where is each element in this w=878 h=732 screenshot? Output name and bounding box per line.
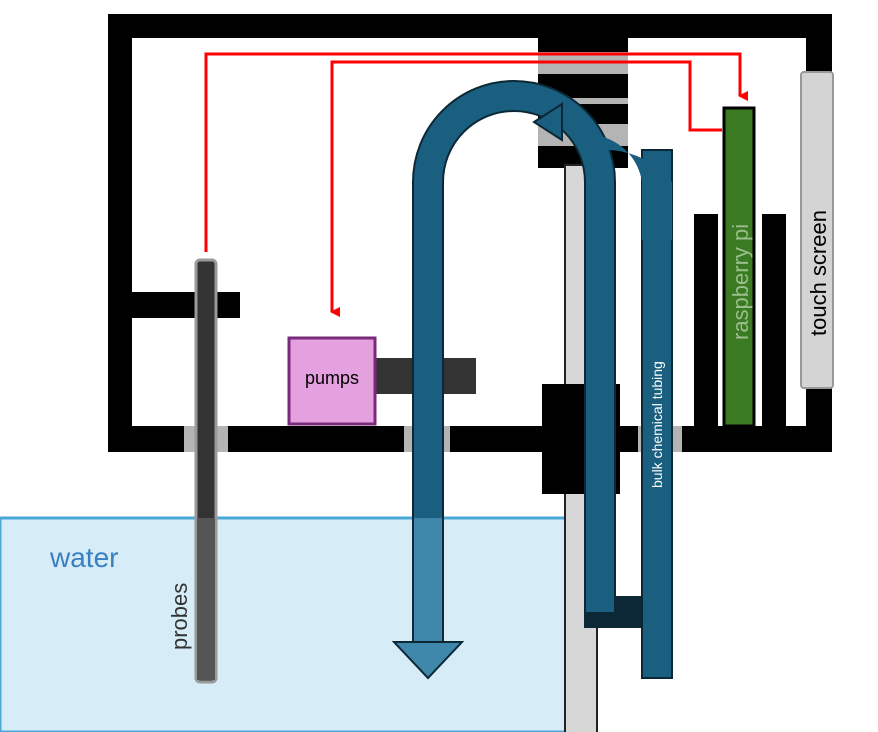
wire-probes-to-pi — [204, 52, 748, 252]
bulk-tubing — [414, 82, 614, 640]
bulk-tubing-underwater — [414, 518, 442, 642]
pumps-label: pumps — [305, 368, 359, 388]
pumps-box — [287, 336, 377, 426]
water-label: water — [49, 542, 118, 573]
touch-screen-label: touch screen — [806, 210, 831, 336]
flow-arrow-left — [532, 102, 563, 142]
probes-underwater — [197, 518, 215, 680]
probes-label: probes — [167, 583, 192, 650]
flow-arrow-down — [391, 641, 465, 680]
raspberry-pi-mounts — [694, 214, 786, 426]
raspberry-pi-label: raspberry pi — [728, 224, 753, 340]
bulk-tubing-crossover — [600, 136, 672, 240]
wire-pi-to-pumps — [330, 60, 722, 317]
enclosure-frame — [108, 14, 832, 452]
raspberry-pi-board — [722, 106, 756, 428]
water-area — [0, 516, 569, 732]
bulk-tubing-label: bulk chemical tubing — [649, 361, 665, 488]
touch-screen — [800, 71, 834, 389]
